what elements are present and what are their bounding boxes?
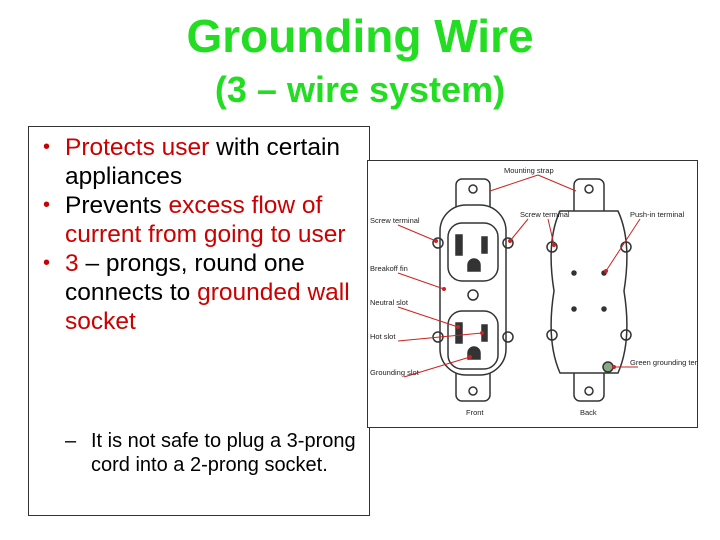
label-mounting-strap: Mounting strap: [504, 166, 554, 175]
label-back: Back: [580, 408, 597, 417]
label-neutral-slot: Neutral slot: [370, 298, 409, 307]
slide-subtitle: (3 – wire system): [214, 69, 506, 110]
center-screw-icon: [467, 289, 479, 301]
bullet-item: • 3 – prongs, round one connects to groun…: [35, 249, 371, 336]
bullet-item: • Protects user with certain appliances: [35, 133, 371, 191]
label-green-grounding-terminal: Green grounding terminal: [630, 358, 697, 367]
screw-terminal-icon: [502, 237, 514, 249]
screw-terminal-icon: [620, 329, 632, 341]
label-screw-terminal-right: Screw terminal: [520, 210, 570, 219]
bullet-text: 3 – prongs, round one connects to ground…: [65, 250, 350, 335]
bullet-part: with certain appliances: [65, 134, 341, 190]
bullet-part: 3: [65, 250, 79, 277]
neutral-slot-icon: [455, 322, 463, 344]
bullet-text: Protects user with certain appliances: [65, 134, 340, 190]
bullet-text: Prevents excess flow of current from goi…: [65, 192, 346, 248]
screw-terminal-icon: [620, 241, 632, 253]
leader-lines: [397, 174, 641, 378]
bullet-part: excess flow of current from going to use…: [65, 192, 346, 248]
bullet-item: • Prevents excess flow of current from go…: [35, 191, 371, 249]
bullet-part: Protects user: [65, 134, 210, 161]
screw-terminal-icon: [546, 329, 558, 341]
bullet-dot-icon: •: [43, 136, 51, 158]
strap-screw-icon: [584, 184, 594, 194]
screw-terminal-icon: [546, 241, 558, 253]
slide-title: Grounding Wire: [186, 10, 534, 62]
push-in-hole-icon: [601, 306, 607, 312]
label-breakoff-fin: Breakoff fin: [370, 264, 408, 273]
bullet-dot-icon: •: [43, 194, 51, 216]
outlet-diagram: Mounting strap Screw terminal Screw term…: [367, 160, 715, 428]
sub-bullet-dash: –: [65, 430, 77, 452]
bullet-part: Prevents: [65, 192, 169, 219]
neutral-slot-icon: [455, 234, 463, 256]
strap-screw-icon: [468, 386, 478, 396]
bullet-part: grounded wall socket: [65, 279, 350, 335]
outlet-diagram-svg: Mounting strap Screw terminal Screw term…: [370, 166, 715, 417]
sub-bullet-text: It is not safe to plug a 3-prong cord in…: [91, 430, 356, 476]
green-grounding-screw-icon: [602, 361, 614, 373]
label-screw-terminal-left: Screw terminal: [370, 216, 420, 225]
screw-terminal-icon: [432, 237, 444, 249]
push-in-hole-icon: [571, 270, 577, 276]
label-hot-slot: Hot slot: [370, 332, 396, 341]
strap-screw-icon: [468, 184, 478, 194]
label-front: Front: [466, 408, 484, 417]
back-outlet-body: [550, 210, 628, 374]
screw-terminal-icon: [502, 331, 514, 343]
bullet-list: • Protects user with certain appliances •…: [35, 133, 371, 336]
push-in-hole-icon: [571, 306, 577, 312]
sub-bullet: – It is not safe to plug a 3-prong cord …: [65, 429, 365, 477]
bullet-text-box: • Protects user with certain appliances •…: [28, 126, 370, 516]
grounding-slot-icon: [467, 258, 481, 272]
bullet-part: – prongs, round one connects to: [65, 250, 305, 306]
bullet-dot-icon: •: [43, 252, 51, 274]
hot-slot-icon: [481, 236, 488, 254]
front-bottom-receptacle: [447, 310, 499, 370]
front-top-receptacle: [447, 222, 499, 282]
label-push-in-terminal: Push-in terminal: [630, 210, 685, 219]
label-grounding-slot: Grounding slot: [370, 368, 420, 377]
strap-screw-icon: [584, 386, 594, 396]
